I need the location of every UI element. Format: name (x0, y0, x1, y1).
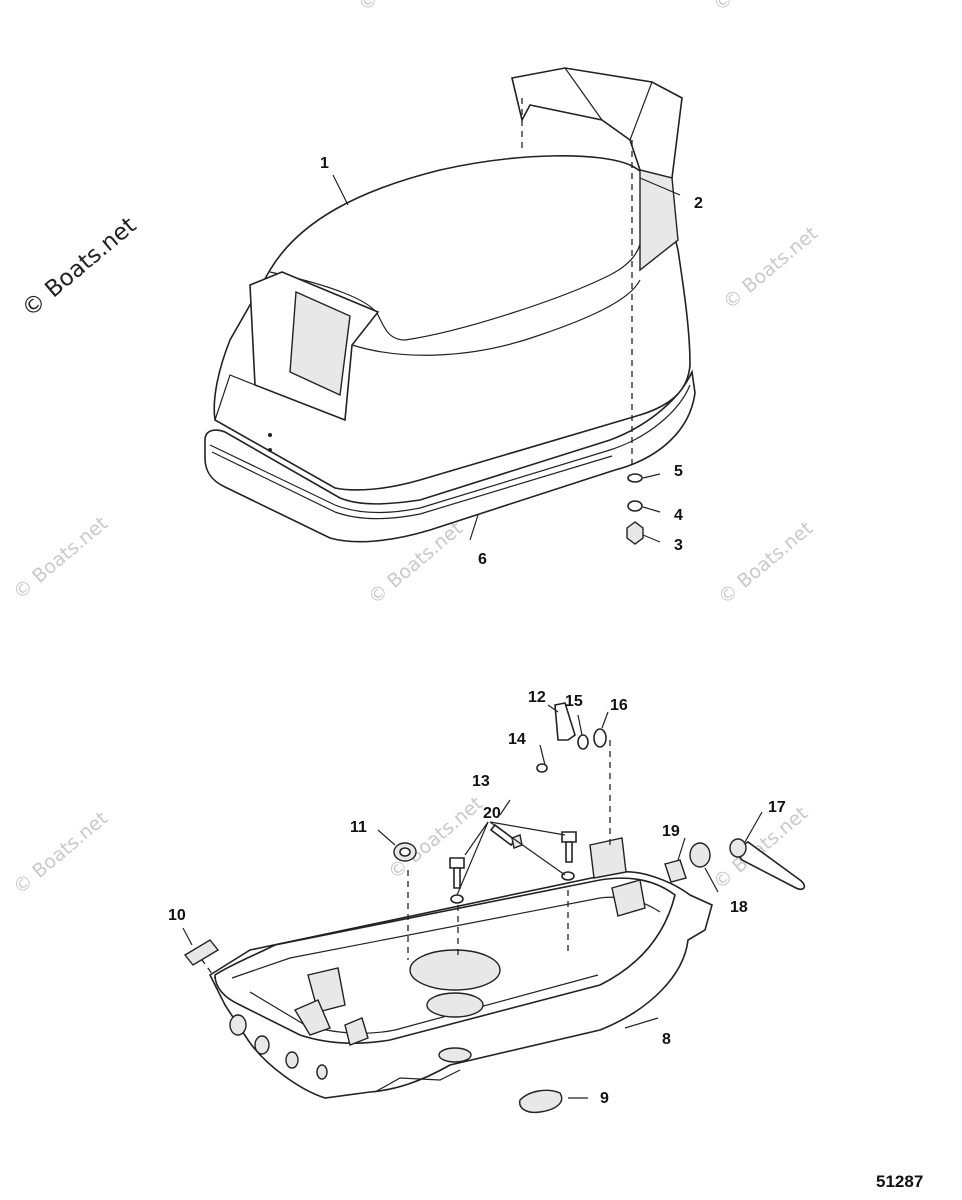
callouts: 1 2 3 4 5 6 8 9 10 11 12 13 14 15 16 17 … (168, 155, 786, 1107)
callout-1: 1 (320, 155, 329, 172)
fastener-stack (626, 473, 644, 545)
callout-4: 4 (674, 507, 683, 524)
drive-opening (409, 949, 501, 991)
callout-14: 14 (508, 731, 526, 748)
callout-18: 18 (730, 899, 748, 916)
callout-17: 17 (768, 799, 786, 816)
callout-5: 5 (674, 463, 683, 480)
side-port (316, 1064, 328, 1080)
side-port (229, 1014, 247, 1036)
watermark: © Boats.net (9, 807, 112, 898)
callout-8: 8 (662, 1031, 671, 1048)
callout-15: 15 (565, 693, 583, 710)
callout-9: 9 (600, 1090, 609, 1107)
watermark: © Boats.net (719, 222, 822, 313)
diagram-number: 51287 (876, 1172, 923, 1191)
watermark: © Boats.net (354, 0, 457, 16)
indicator-dot (268, 433, 272, 437)
callout-20: 20 (483, 805, 501, 822)
callout-10: 10 (168, 907, 186, 924)
callout-12: 12 (528, 689, 546, 706)
indicator-dot (268, 448, 272, 452)
watermark: © Boats.net (384, 792, 487, 883)
top-cowl (204, 155, 696, 543)
latch-slot (438, 1047, 472, 1063)
shaft-hole (426, 992, 484, 1018)
side-port (254, 1035, 270, 1055)
callout-6: 6 (478, 551, 487, 568)
bottom-cowl (194, 740, 713, 1099)
callout-13: 13 (472, 773, 490, 790)
callout-2: 2 (694, 195, 703, 212)
nut (626, 521, 644, 545)
leader-lines (182, 174, 763, 1099)
side-port (285, 1051, 299, 1069)
watermark: © Boats.net (9, 512, 112, 603)
rear-cap (511, 67, 683, 470)
watermark-main: © Boats.net (17, 212, 141, 322)
watermark: © Boats.net (709, 0, 812, 16)
callout-3: 3 (674, 537, 683, 554)
callout-11: 11 (350, 819, 367, 836)
washer (627, 473, 643, 483)
small-parts (183, 702, 806, 1114)
callout-16: 16 (610, 697, 628, 714)
lock-washer (627, 500, 643, 512)
callout-19: 19 (662, 823, 680, 840)
watermark: © Boats.net (714, 517, 817, 608)
